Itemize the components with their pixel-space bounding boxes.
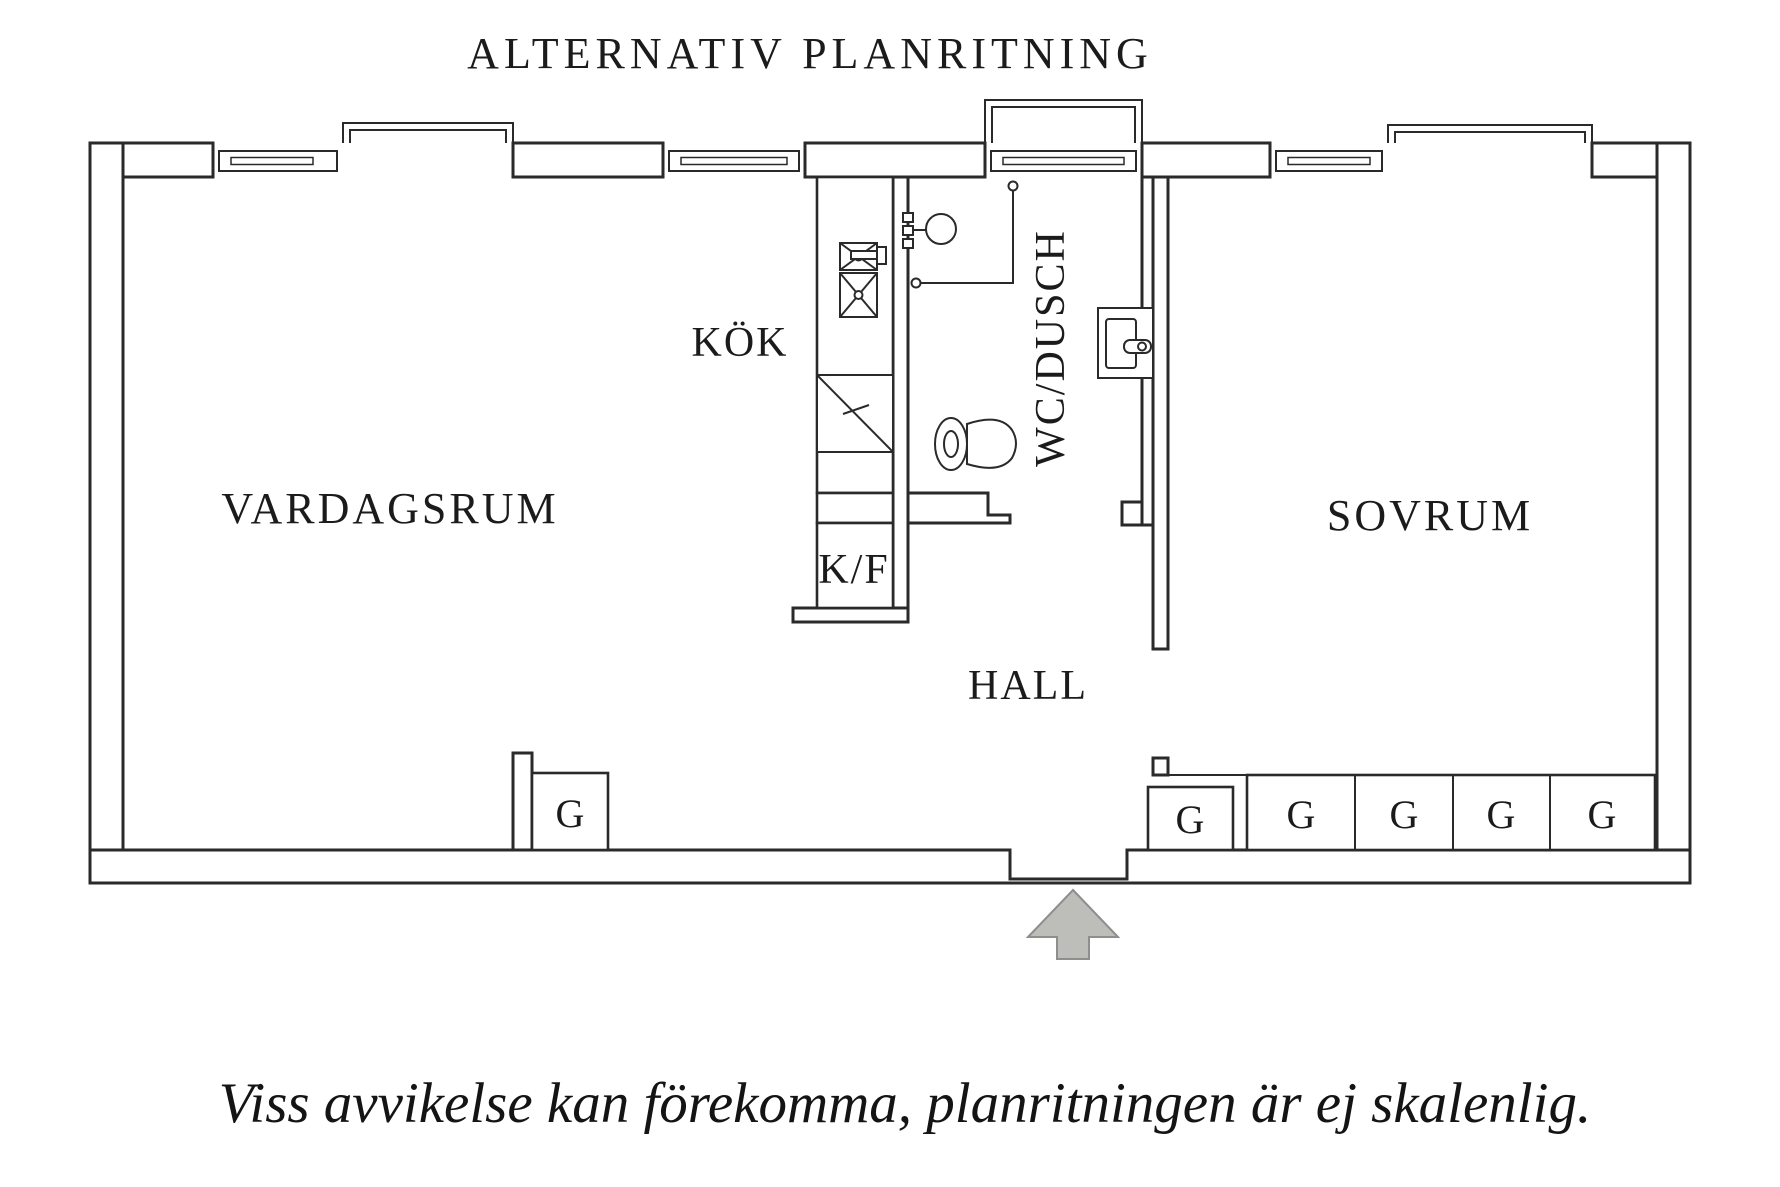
closet-label: G	[1487, 792, 1516, 837]
counter-diagonal	[816, 374, 894, 453]
exterior-walls	[88, 141, 1692, 885]
closet-label: G	[1588, 792, 1617, 837]
room-label-bedroom: SOVRUM	[1327, 491, 1533, 540]
closets	[530, 771, 1657, 852]
fridge-freezer-box	[815, 521, 895, 610]
kitchen-counter	[815, 175, 895, 610]
room-label-hall: HALL	[968, 663, 1088, 709]
entrance-arrow-icon	[1025, 888, 1121, 960]
closet-label: G	[556, 791, 585, 836]
room-label-wc-shower: WC/DUSCH	[1028, 229, 1074, 467]
closet-label: G	[1176, 797, 1205, 842]
closet-label: G	[1287, 792, 1316, 837]
room-label-living-room: VARDAGSRUM	[221, 484, 558, 533]
window-icon	[668, 150, 800, 172]
bay-window-icon	[984, 99, 1143, 143]
closet-row	[1245, 773, 1657, 852]
disclaimer-text: Viss avvikelse kan förekomma, planritnin…	[219, 1072, 1591, 1135]
sink-icon	[839, 242, 887, 271]
closet-box	[1146, 785, 1235, 852]
room-label-kitchen: KÖK	[692, 320, 789, 366]
bay-window-icon	[1387, 124, 1593, 143]
page-title: ALTERNATIV PLANRITNING	[467, 29, 1153, 78]
windows	[218, 99, 1593, 172]
window-icon	[218, 150, 338, 172]
interior-walls	[511, 175, 1170, 852]
toilet-icon	[934, 417, 1017, 471]
window-icon	[990, 150, 1137, 172]
window-icon	[1275, 150, 1383, 172]
room-label-fridge-freezer: K/F	[818, 547, 889, 593]
bay-window-icon	[342, 122, 514, 143]
washbasin-icon	[1097, 307, 1154, 379]
closet-label: G	[1390, 792, 1419, 837]
closet-box	[530, 771, 610, 852]
shower-icon	[902, 180, 1019, 289]
stove-icon	[839, 272, 878, 318]
